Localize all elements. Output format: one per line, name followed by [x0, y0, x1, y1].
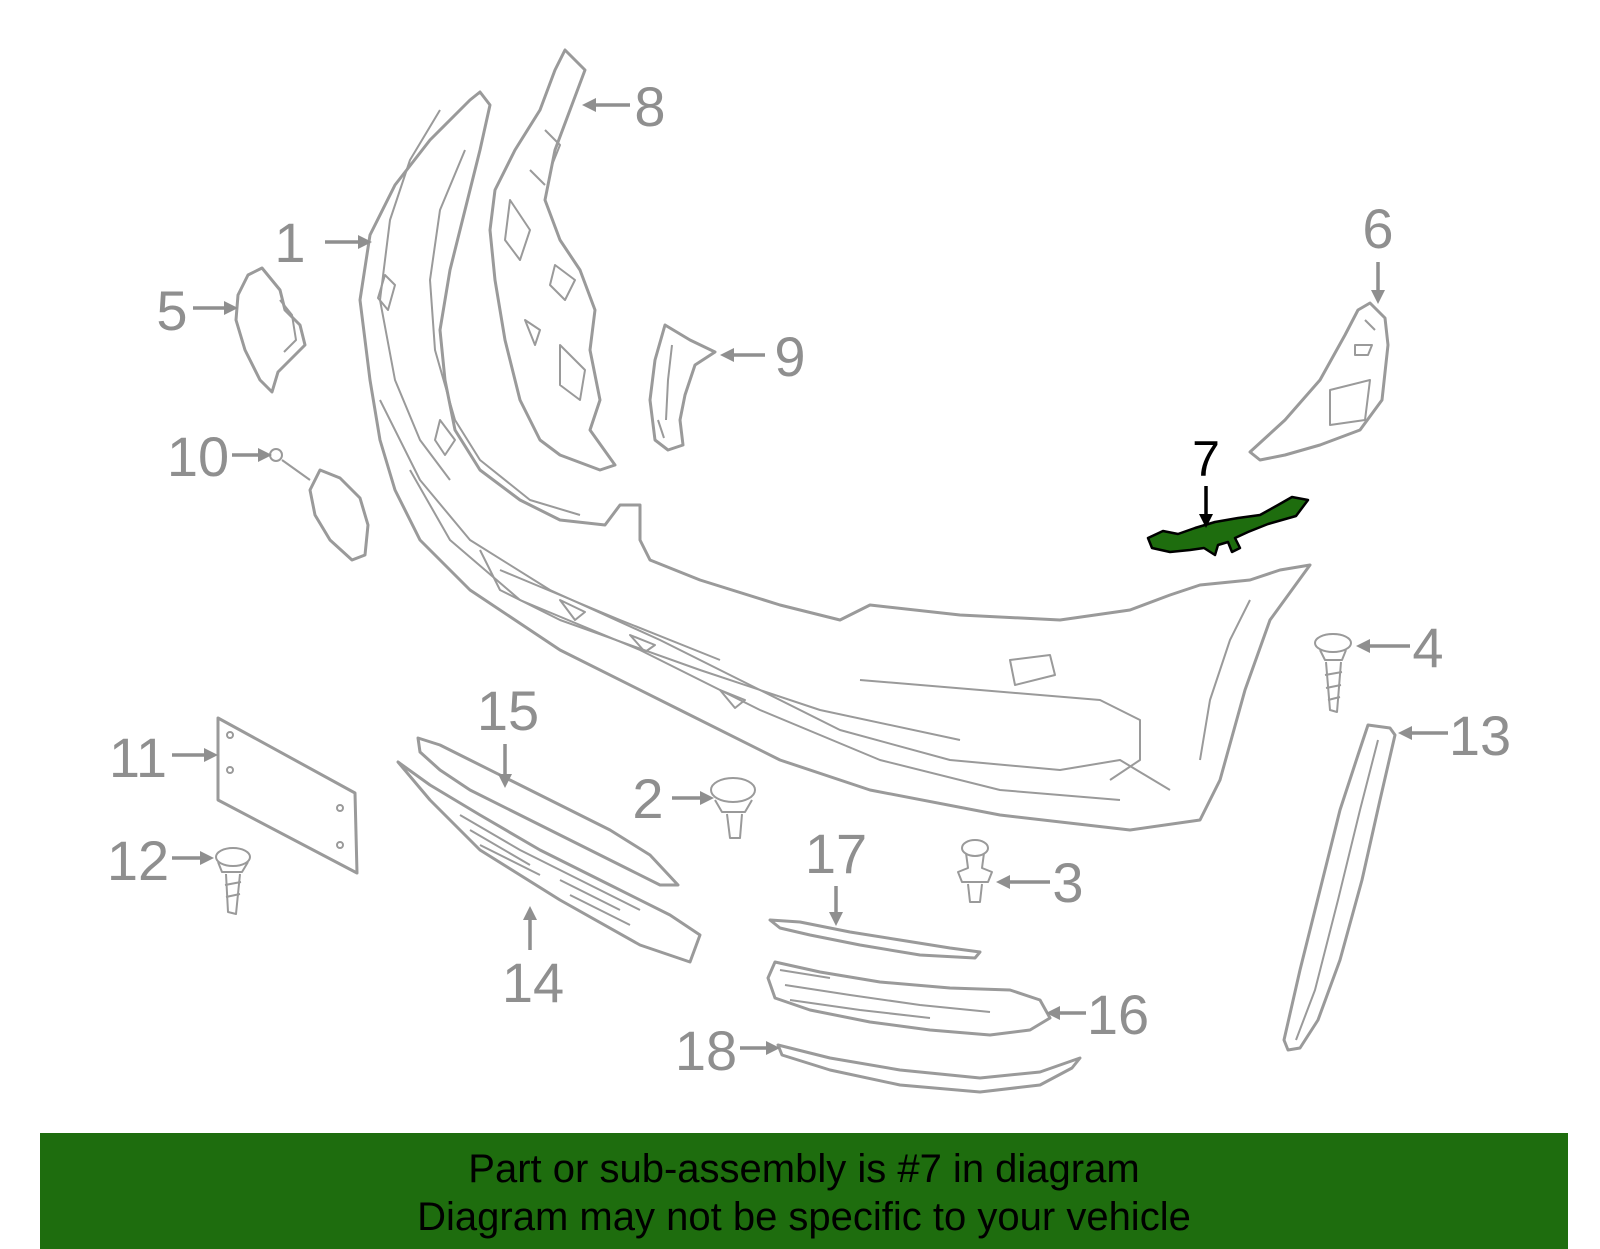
banner-line-1: Part or sub-assembly is #7 in diagram: [468, 1147, 1140, 1191]
part-18-lower-strip[interactable]: [776, 1043, 1082, 1094]
part-1-bumper-cover[interactable]: [358, 90, 1312, 832]
part-16-fog-grille[interactable]: [766, 960, 1052, 1037]
part-2-clip[interactable]: [710, 777, 756, 839]
callout-5: 5: [156, 279, 187, 342]
part-4-bolt[interactable]: [1314, 633, 1352, 713]
part-17-trim-strip[interactable]: [768, 918, 982, 960]
part-13-molding[interactable]: [1282, 723, 1397, 1052]
callout-labels: 1 2 3 4 5 6 7 8 9 10 11 12 13 14 15 16 1…: [107, 75, 1511, 1082]
callout-14: 14: [502, 951, 564, 1014]
callout-2: 2: [632, 767, 663, 830]
callout-15: 15: [477, 679, 539, 742]
part-7-highlighted[interactable]: [1146, 495, 1310, 557]
callout-16: 16: [1087, 983, 1149, 1046]
callout-3: 3: [1052, 851, 1083, 914]
part-5-washer-cover[interactable]: [234, 266, 307, 394]
part-10-tow-hook-cap[interactable]: [269, 448, 370, 562]
part-3-push-pin[interactable]: [957, 839, 993, 903]
banner-line-2: Diagram may not be specific to your vehi…: [417, 1195, 1191, 1239]
part-6-bracket[interactable]: [1248, 301, 1390, 462]
part-14-grille[interactable]: [396, 760, 702, 964]
callout-4: 4: [1412, 616, 1443, 679]
callout-18: 18: [675, 1019, 737, 1082]
part-12-screw[interactable]: [215, 847, 251, 915]
callout-9: 9: [774, 325, 805, 388]
part-11-plate-bracket[interactable]: [216, 716, 359, 875]
callout-17: 17: [805, 822, 867, 885]
callout-13: 13: [1449, 704, 1511, 767]
callout-8: 8: [634, 75, 665, 138]
callout-7: 7: [1192, 431, 1220, 487]
part-8-bracket[interactable]: [488, 48, 617, 472]
callout-12: 12: [107, 829, 169, 892]
callout-1: 1: [274, 211, 305, 274]
part-9-trim[interactable]: [648, 323, 717, 452]
part-15-strip[interactable]: [416, 736, 680, 887]
callout-10: 10: [167, 425, 229, 488]
callout-6: 6: [1362, 197, 1393, 260]
callout-11: 11: [109, 726, 167, 789]
info-banner: Part or sub-assembly is #7 in diagram Di…: [40, 1133, 1568, 1249]
leader-lines: [172, 98, 1448, 1055]
